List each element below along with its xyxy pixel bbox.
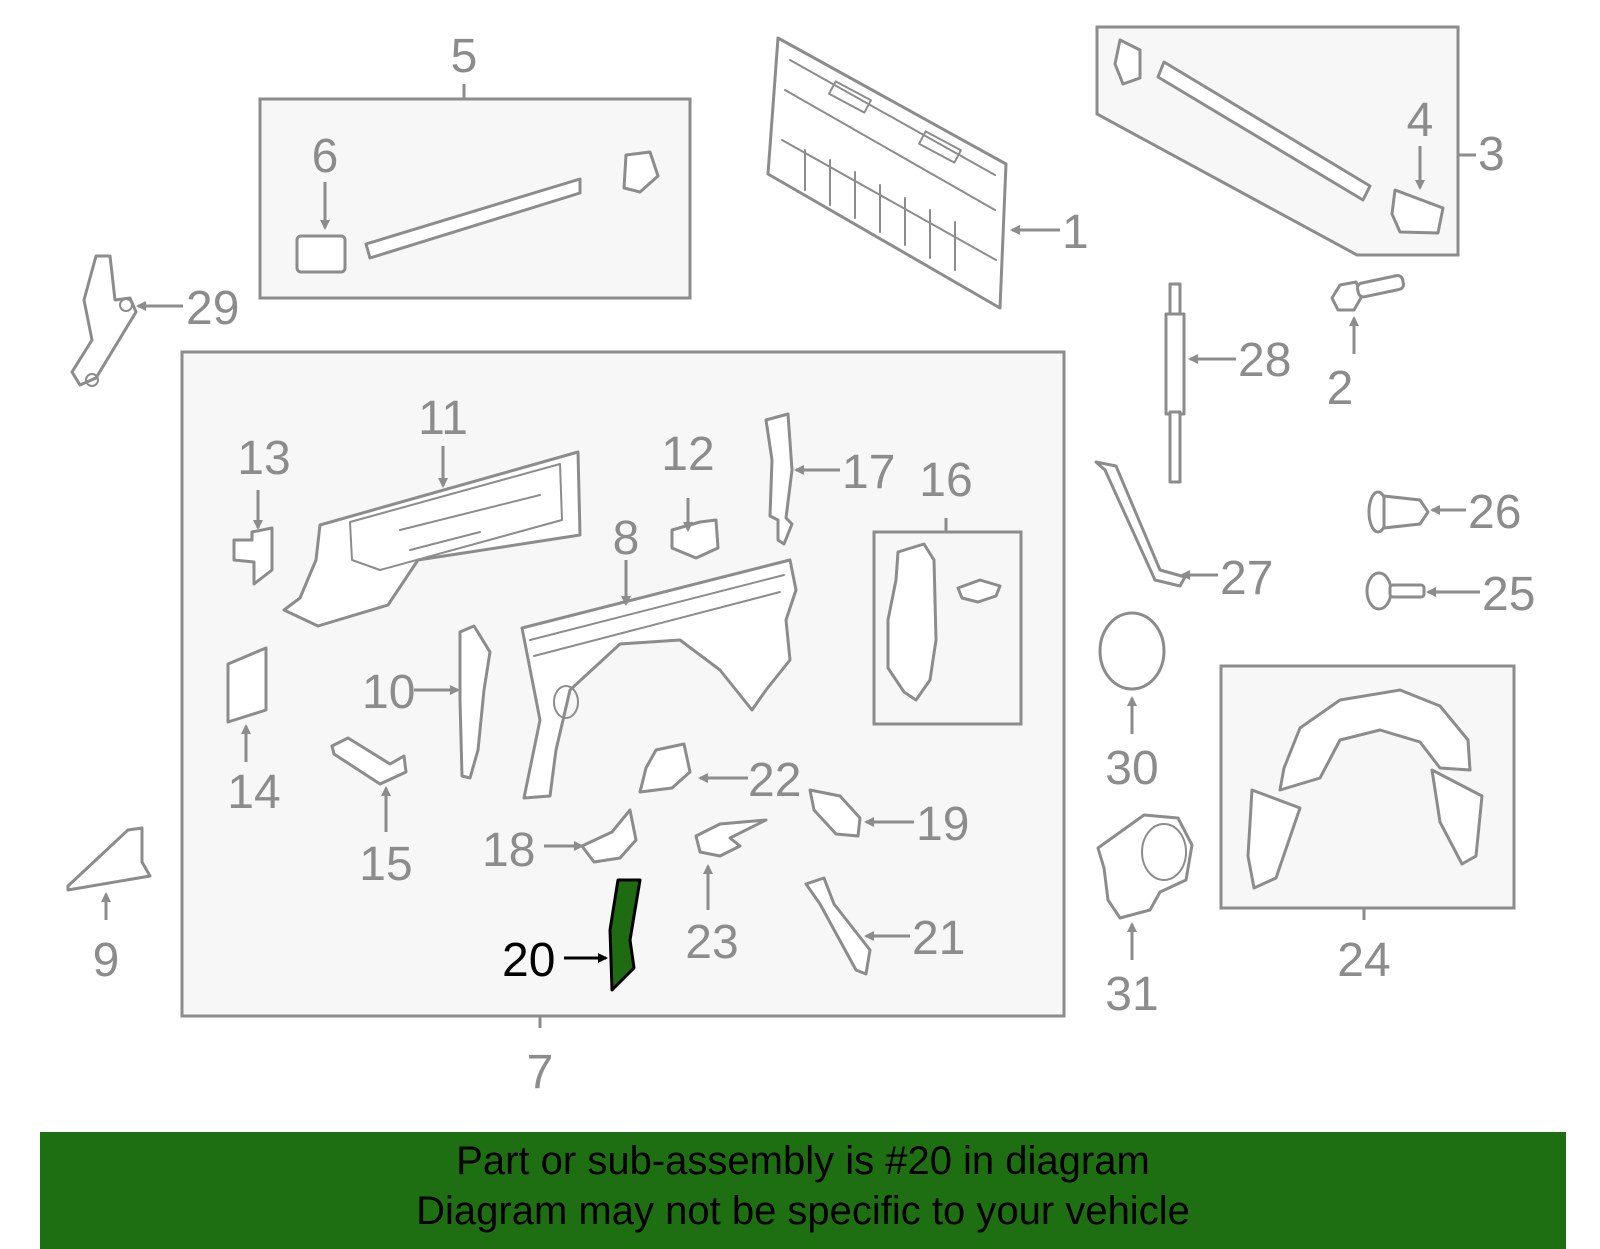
part-29-hinge bbox=[70, 254, 138, 387]
callout-26[interactable]: 26 bbox=[1468, 486, 1521, 539]
callout-22[interactable]: 22 bbox=[748, 754, 801, 807]
callout-8[interactable]: 8 bbox=[613, 512, 640, 565]
callout-17[interactable]: 17 bbox=[842, 446, 895, 499]
callout-4[interactable]: 4 bbox=[1407, 94, 1434, 147]
part-21-strip bbox=[804, 876, 872, 976]
part-1-tailgate bbox=[766, 36, 1008, 310]
callout-12[interactable]: 12 bbox=[661, 428, 714, 481]
callout-5[interactable]: 5 bbox=[451, 30, 478, 83]
part-15-bracket bbox=[330, 736, 408, 786]
banner-line-disclaimer: Diagram may not be specific to your vehi… bbox=[416, 1189, 1190, 1233]
part-20-highlighted[interactable] bbox=[608, 878, 642, 992]
callout-7[interactable]: 7 bbox=[527, 1046, 554, 1099]
part-8-bed-side bbox=[520, 558, 798, 800]
callout-6[interactable]: 6 bbox=[312, 130, 339, 183]
part-11-inner-panel bbox=[282, 450, 582, 628]
part-27-strip bbox=[1094, 460, 1187, 588]
callout-25[interactable]: 25 bbox=[1482, 568, 1535, 621]
part-25-screw bbox=[1365, 571, 1426, 611]
part-13-bracket bbox=[232, 526, 274, 586]
callout-18[interactable]: 18 bbox=[482, 824, 535, 877]
part-2-bolt bbox=[1330, 274, 1406, 312]
callout-20[interactable]: 20 bbox=[502, 934, 555, 987]
callout-10[interactable]: 10 bbox=[362, 666, 415, 719]
part-19-bracket bbox=[808, 788, 862, 838]
part-18-bracket bbox=[580, 808, 638, 864]
callout-28[interactable]: 28 bbox=[1238, 334, 1291, 387]
callout-1[interactable]: 1 bbox=[1062, 206, 1089, 259]
part-5-rail-assembly bbox=[295, 150, 660, 274]
part-14-plate bbox=[226, 646, 268, 724]
callout-29[interactable]: 29 bbox=[186, 282, 239, 335]
callout-13[interactable]: 13 bbox=[237, 432, 290, 485]
part-23-bracket bbox=[694, 818, 768, 858]
callout-2[interactable]: 2 bbox=[1327, 362, 1354, 415]
part-26-clip bbox=[1367, 490, 1430, 534]
callout-30[interactable]: 30 bbox=[1105, 742, 1158, 795]
part-3-rail-assembly bbox=[1113, 38, 1445, 235]
part-10-pillar bbox=[458, 624, 492, 780]
part-16-bracket-set bbox=[886, 542, 1002, 702]
callout-23[interactable]: 23 bbox=[685, 916, 738, 969]
callout-31[interactable]: 31 bbox=[1105, 968, 1158, 1021]
callout-3[interactable]: 3 bbox=[1478, 128, 1505, 181]
part-9-bracket bbox=[66, 826, 152, 892]
part-28-strut bbox=[1164, 282, 1186, 484]
callout-16[interactable]: 16 bbox=[919, 454, 972, 507]
callout-19[interactable]: 19 bbox=[916, 798, 969, 851]
part-30-cap bbox=[1098, 611, 1166, 691]
callout-27[interactable]: 27 bbox=[1220, 552, 1273, 605]
callout-9[interactable]: 9 bbox=[93, 934, 120, 987]
callout-24[interactable]: 24 bbox=[1337, 934, 1390, 987]
part-17-strip bbox=[764, 412, 794, 546]
banner-line-part: Part or sub-assembly is #20 in diagram bbox=[456, 1139, 1150, 1183]
callout-11[interactable]: 11 bbox=[418, 392, 468, 445]
parts-diagram: 1 2 3 4 5 6 7 8 9 10 11 12 13 14 15 16 1… bbox=[66, 25, 1535, 1099]
callout-15[interactable]: 15 bbox=[359, 838, 412, 891]
part-31-housing bbox=[1096, 813, 1194, 920]
callout-14[interactable]: 14 bbox=[227, 766, 280, 819]
part-22-bracket bbox=[638, 742, 692, 794]
callout-21[interactable]: 21 bbox=[912, 912, 965, 965]
info-banner: Part or sub-assembly is #20 in diagram D… bbox=[40, 1132, 1566, 1249]
part-24-liner bbox=[1246, 688, 1484, 890]
